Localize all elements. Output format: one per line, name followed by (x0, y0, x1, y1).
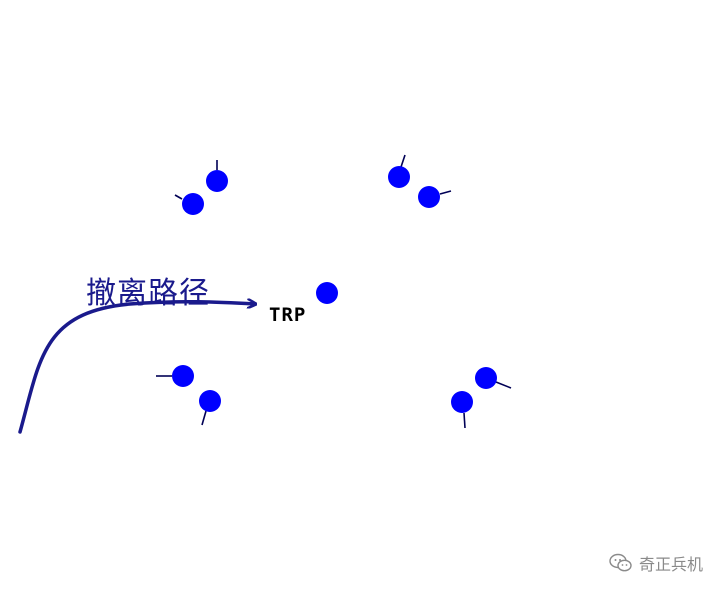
watermark: 奇正兵机 (609, 551, 703, 575)
soldier-marker (172, 365, 194, 387)
trp-label: TRP (269, 304, 307, 326)
withdrawal-path-arrow (18, 302, 255, 434)
soldier-marker (475, 367, 497, 389)
wechat-icon (609, 553, 633, 573)
soldier-marker (418, 186, 440, 208)
trp-marker (316, 282, 338, 304)
soldier-marker (388, 166, 410, 188)
watermark-text: 奇正兵机 (638, 555, 703, 574)
soldier-group-lower-right (451, 367, 512, 429)
soldier-heading-line (439, 190, 452, 195)
soldier-heading-line (400, 154, 406, 168)
soldier-heading-line (463, 412, 466, 429)
soldier-marker (451, 391, 473, 413)
soldier-group-lower-left (156, 365, 221, 426)
soldier-heading-line (495, 381, 512, 389)
withdrawal-path-label: 撤离路径 (86, 276, 210, 311)
soldier-group-upper-right (388, 154, 452, 208)
soldier-marker (206, 170, 228, 192)
soldier-marker (199, 390, 221, 412)
soldier-heading-line (174, 194, 183, 200)
soldier-group-upper-left (174, 160, 228, 215)
soldier-marker (182, 193, 204, 215)
soldier-heading-line (201, 410, 207, 426)
